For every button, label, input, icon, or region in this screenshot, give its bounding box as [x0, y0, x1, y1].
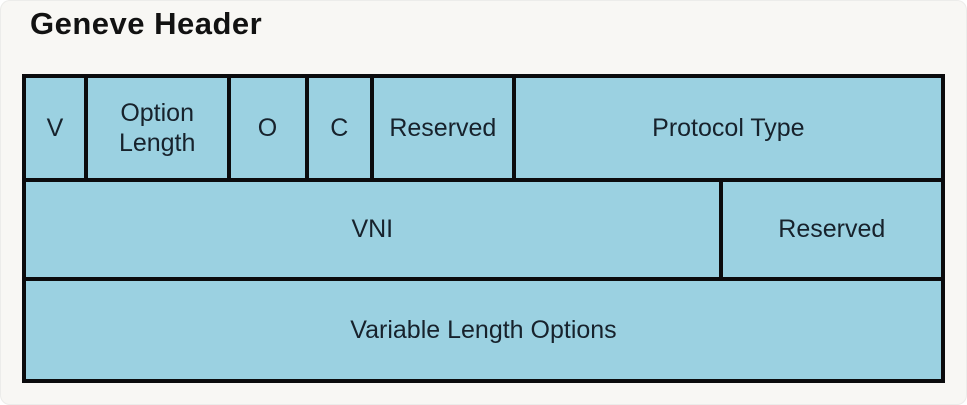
header-row-1: V Option Length O C Reserved Protocol Ty…: [26, 78, 942, 179]
header-row-2: VNI Reserved: [26, 182, 941, 277]
header-row-3: Variable Length Options: [26, 280, 941, 379]
field-c-flag: C: [308, 78, 370, 179]
field-vni: VNI: [26, 182, 719, 277]
field-reserved-1: Reserved: [373, 78, 512, 179]
field-o-flag: O: [230, 78, 305, 179]
field-reserved-2: Reserved: [722, 182, 941, 277]
packet-header-table: V Option Length O C Reserved Protocol Ty…: [22, 74, 945, 383]
field-version: V: [26, 78, 84, 179]
field-variable-length-options: Variable Length Options: [26, 280, 941, 379]
page-title: Geneve Header: [30, 6, 263, 41]
field-protocol-type: Protocol Type: [515, 78, 942, 179]
field-option-length: Option Length: [87, 78, 227, 179]
